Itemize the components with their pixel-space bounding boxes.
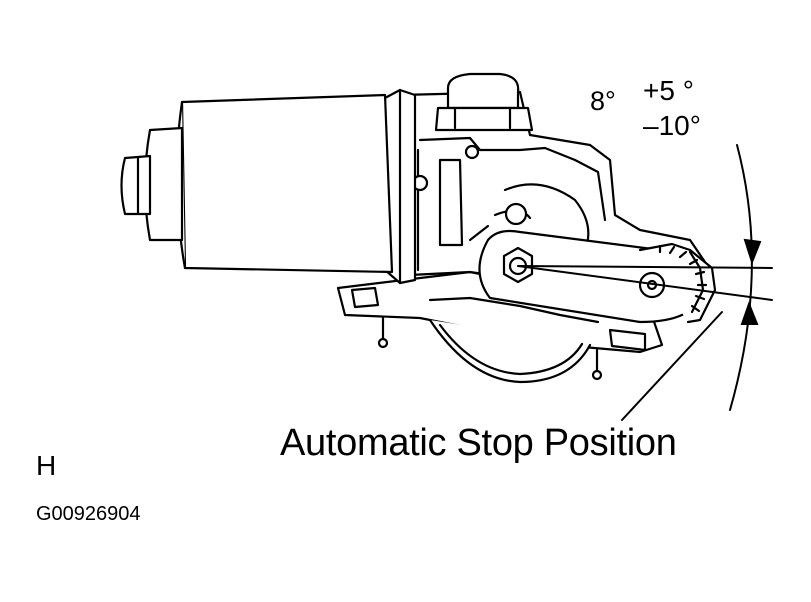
reference-line <box>517 265 773 269</box>
arm-line <box>517 265 773 301</box>
gearbox-housing <box>398 90 707 302</box>
leader-line <box>621 311 723 421</box>
angle-minus-tolerance-label: –10° <box>643 110 701 141</box>
angle-indicator <box>517 144 773 421</box>
automatic-stop-position-caption: Automatic Stop Position <box>280 422 677 464</box>
angle-nominal-label: 8° <box>590 86 616 116</box>
angle-arc <box>729 144 753 411</box>
figure-code-label: G00926904 <box>36 503 141 525</box>
gear-cover <box>428 318 592 384</box>
gearbox-cap <box>434 72 534 132</box>
arrow-up-icon <box>740 301 759 325</box>
view-letter-label: H <box>36 450 57 481</box>
motor-body <box>120 93 394 274</box>
arrow-down-icon <box>743 238 762 265</box>
angle-plus-tolerance-label: +5 ° <box>643 75 694 106</box>
